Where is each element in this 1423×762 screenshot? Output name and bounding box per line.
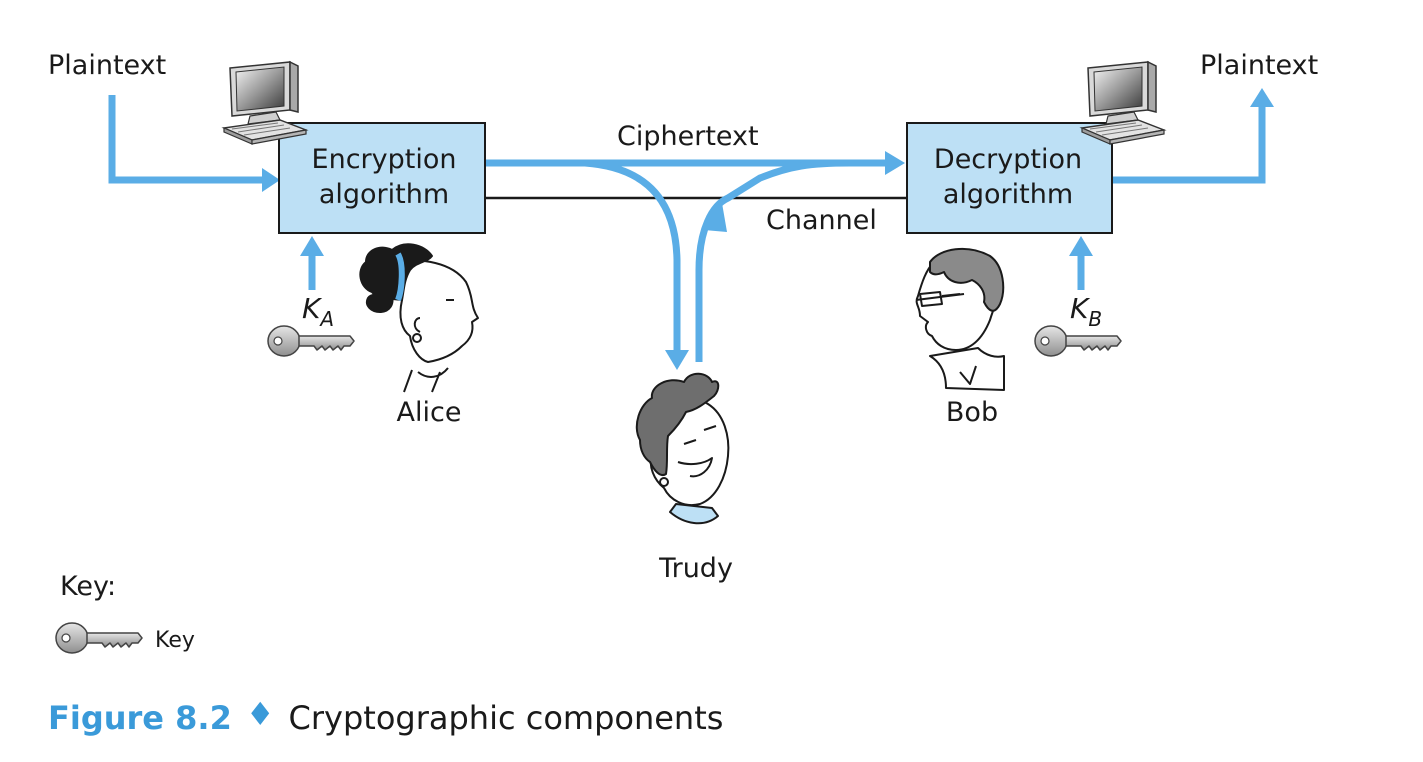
bob-computer-icon: [1081, 61, 1165, 145]
bob-label: Bob: [946, 397, 998, 428]
alice-person-icon: [359, 243, 479, 393]
legend-key-label: Key: [155, 628, 195, 653]
key-b-icon: [1034, 325, 1122, 357]
plaintext-input-label: Plaintext: [48, 50, 166, 81]
encryption-label-line1: Encryption: [312, 144, 457, 175]
legend-key-icon: [55, 622, 143, 654]
plaintext-output-label: Plaintext: [1200, 50, 1318, 81]
key-b-arrow: [1069, 236, 1093, 290]
caption-title: Cryptographic components: [289, 699, 724, 737]
caption-figure-number: Figure 8.2: [48, 699, 232, 737]
key-a-label: KA: [302, 292, 334, 331]
trudy-inject-arrow: [695, 159, 851, 362]
trudy-intercept-arrow: [584, 159, 689, 370]
key-b-label: KB: [1070, 292, 1102, 331]
key-a-arrow: [300, 236, 324, 290]
channel-label: Channel: [766, 205, 877, 236]
decryption-label-line1: Decryption: [934, 144, 1082, 175]
plaintext-input-arrow: [108, 95, 280, 192]
caption-separator: ♦: [246, 695, 275, 733]
encryption-algorithm-box: Encryption algorithm: [278, 122, 486, 234]
legend-title: Key:: [60, 571, 116, 602]
alice-computer-icon: [223, 61, 307, 145]
bob-person-icon: [915, 247, 1005, 391]
trudy-person-icon: [635, 372, 730, 525]
key-a-icon: [267, 325, 355, 357]
decryption-label-line2: algorithm: [943, 179, 1073, 210]
plaintext-output-arrow: [1112, 88, 1274, 184]
caption-text: Figure 8.2 ♦ Cryptographic components: [48, 695, 723, 737]
decryption-algorithm-box: Decryption algorithm: [906, 122, 1113, 234]
figure-caption: Figure 8.2 ♦ Cryptographic components: [48, 695, 723, 737]
trudy-label: Trudy: [658, 553, 733, 584]
alice-label: Alice: [397, 397, 462, 428]
ciphertext-label: Ciphertext: [617, 121, 759, 152]
encryption-label-line2: algorithm: [319, 179, 449, 210]
legend: Key: Key: [55, 571, 195, 654]
